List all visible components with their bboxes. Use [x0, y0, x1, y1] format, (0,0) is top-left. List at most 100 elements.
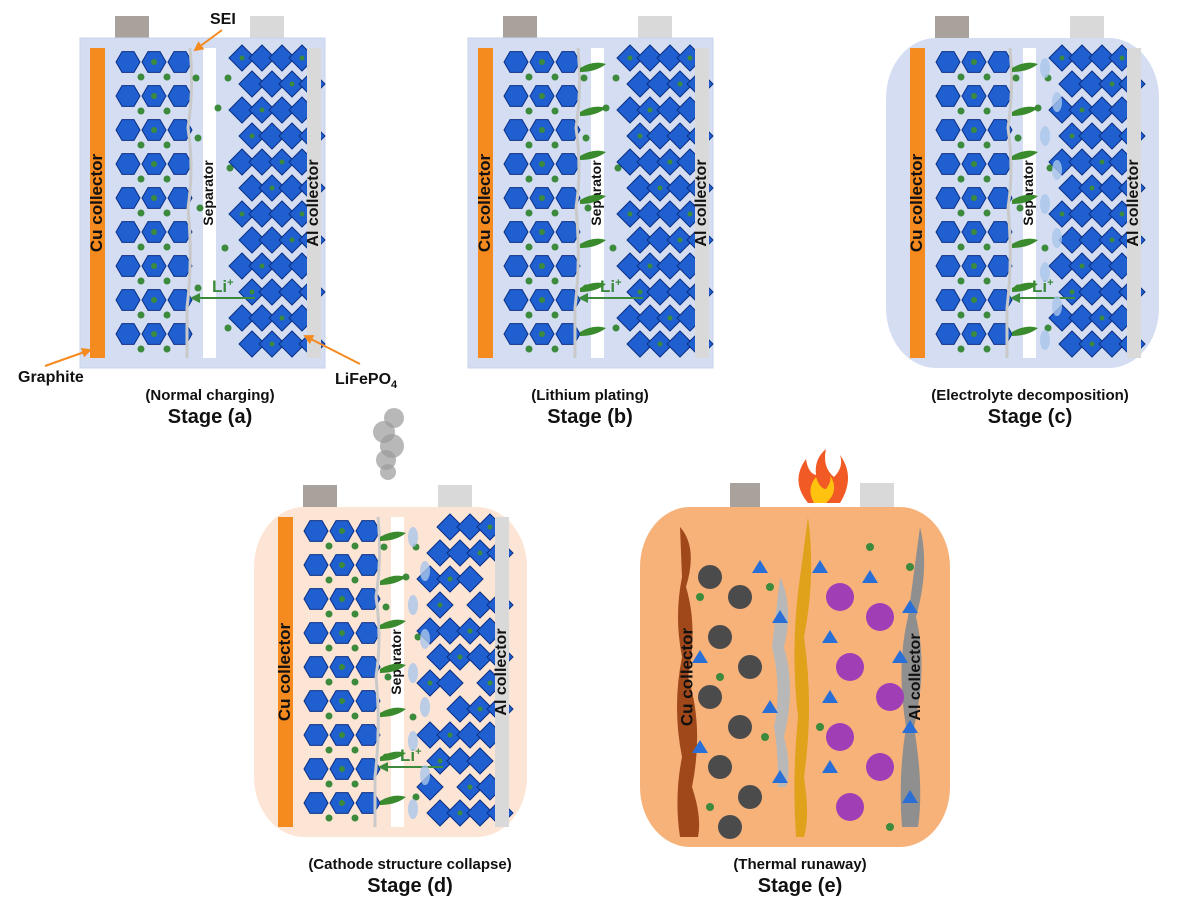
stage-a-sei-layer: [185, 47, 194, 358]
stage-d-cathode-crystal: [446, 539, 474, 567]
stage-e-cu-collector: [677, 527, 700, 837]
stage-b-li-dot: [627, 55, 633, 61]
stage-d-decomposition-gas: [420, 697, 430, 717]
stage-d-decomposition-gas: [420, 561, 430, 581]
stage-a-graphite-hex: [167, 187, 193, 209]
stage-e-graphite-particle: [728, 715, 752, 739]
stage-a-cathode-crystal: [278, 174, 306, 202]
stage-c-cathode-crystal: [1068, 148, 1096, 176]
stage-a-li-dot: [137, 175, 145, 183]
stage-a-cathode-crystal: [268, 44, 296, 72]
stage-c-separator-label: Separator: [1020, 160, 1036, 226]
stage-a-li-dot: [151, 263, 157, 269]
stage-c-al-collector: [1127, 48, 1141, 358]
stage-c-lithium-dendrite: [1012, 194, 1038, 204]
stage-a-cathode-crystal: [268, 96, 296, 124]
stage-d-li-dot: [467, 628, 473, 634]
stage-d-lithium-dendrite: [380, 707, 406, 717]
stage-c-decomposition-gas: [1040, 194, 1050, 214]
stage-d-decomposition-gas: [408, 595, 418, 615]
stage-a-li-dot: [163, 311, 171, 319]
stage-b-li-dot: [539, 195, 545, 201]
stage-c-electrolyte-li: [1046, 164, 1054, 172]
stage-d-lithium-dendrite: [380, 663, 406, 673]
caption-d: (Cathode structure collapse) Stage (d): [260, 856, 560, 898]
stage-d-li-dot: [487, 680, 493, 686]
stage-b-li-dot: [667, 159, 673, 165]
stage-a-electrolyte-li: [194, 284, 202, 292]
stage-b-li-dot: [551, 107, 559, 115]
stage-a-cathode-crystal: [278, 278, 306, 306]
stage-c-li-dot: [1099, 159, 1105, 165]
stage-b-li-dot: [551, 311, 559, 319]
stage-b-electrolyte-li: [584, 204, 592, 212]
stage-e-li-dot: [866, 543, 874, 551]
stage-c-li-dot: [983, 73, 991, 81]
stage-c-li-dot: [983, 107, 991, 115]
stage-c-li-dot: [1119, 211, 1125, 217]
stage-c-li-dot: [971, 297, 977, 303]
stage-b-graphite-hex: [555, 119, 581, 141]
stage-a-li-dot: [163, 175, 171, 183]
stage-a-cathode-crystal: [238, 174, 266, 202]
stage-a-separator-label: Separator: [200, 160, 216, 226]
stage-c-li-dot: [1069, 289, 1075, 295]
stage-d-graphite-hex: [303, 554, 329, 576]
stage-a-cathode-crystal: [228, 252, 256, 280]
stage-a-li-dot: [279, 159, 285, 165]
stage-c-cathode-crystal: [1078, 122, 1106, 150]
stage-e-cathode-particle: [826, 583, 854, 611]
stage-e-li-dot: [696, 593, 704, 601]
stage-c-li-dot: [983, 243, 991, 251]
stage-d-separator: [391, 517, 404, 827]
stage-c-cathode-crystal: [1058, 226, 1086, 254]
stage-b-lithium-dendrite: [580, 194, 606, 204]
stage-b-li-dot: [637, 289, 643, 295]
stage-c-cathode-crystal: [1098, 330, 1126, 358]
stage-c-lithium-dendrite: [1012, 106, 1038, 116]
stage-b-li-dot: [677, 237, 683, 243]
stage-b-li-charge: +: [615, 277, 621, 289]
stage-a-cu-collector-label: Cu collector: [87, 154, 106, 253]
stage-d-graphite-hex: [355, 690, 381, 712]
stage-b-li-dot: [551, 209, 559, 217]
stage-a-graphite-hex: [167, 119, 193, 141]
stage-c-electrolyte-li: [1041, 244, 1049, 252]
stage-b-cathode-crystal: [656, 200, 684, 228]
stage-c-li-dot: [1079, 263, 1085, 269]
stage-b-cathode-crystal: [626, 174, 654, 202]
stage-c-li-dot: [1089, 185, 1095, 191]
stage-c-lithium-dendrite: [1012, 326, 1038, 336]
stage-a-graphite-hex: [115, 187, 141, 209]
stage-a-li-dot: [137, 141, 145, 149]
stage-d-li-dot: [351, 746, 359, 754]
stage-b-separator-label: Separator: [588, 160, 604, 226]
stage-d-graphite-hex: [303, 588, 329, 610]
stage-c-cathode-crystal: [1068, 44, 1096, 72]
caption-b-subtitle: (Lithium plating): [531, 387, 649, 404]
stage-e-li-dot: [886, 823, 894, 831]
stage-b-cathode-crystal: [626, 226, 654, 254]
stage-c-graphite-hex: [987, 153, 1013, 175]
stage-d-lithium-dendrite: [380, 751, 406, 761]
stage-d-electrolyte-li: [380, 543, 388, 551]
stage-d-sei-layer: [373, 516, 382, 827]
stage-b-cathode-crystal: [626, 330, 654, 358]
caption-c-stage: Stage (c): [987, 406, 1073, 428]
graphite-label: Graphite: [18, 369, 84, 386]
stage-c-cathode-crystal: [1088, 200, 1116, 228]
stage-e-graphite-particle: [708, 625, 732, 649]
stage-b-li-dot: [525, 141, 533, 149]
stage-b-cathode-crystal: [646, 122, 674, 150]
stage-e-fragment: [812, 560, 828, 573]
stage-c-li-charge: +: [1047, 277, 1053, 289]
stage-a-graphite-hex: [167, 153, 193, 175]
caption-e: (Thermal runaway) Stage (e): [680, 856, 920, 898]
stage-a-cathode-crystal: [258, 122, 286, 150]
stage-b-lithium-dendrite: [580, 150, 606, 160]
stage-e-fragment: [902, 600, 918, 613]
stage-a-li-dot: [289, 237, 295, 243]
stage-a-electrolyte-li: [224, 324, 232, 332]
stage-e-graphite-particle: [738, 785, 762, 809]
stage-d-li-dot: [351, 576, 359, 584]
